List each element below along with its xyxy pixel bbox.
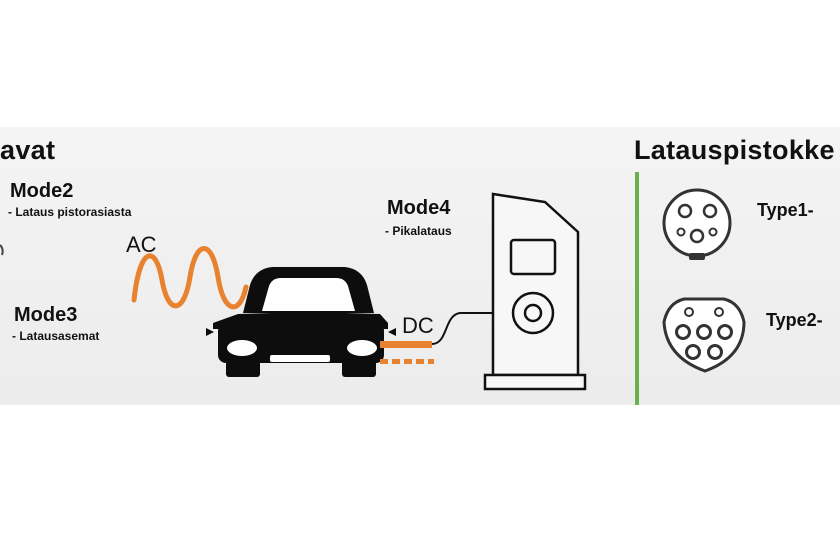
mode4-title: Mode4 xyxy=(387,197,451,219)
mode4-subtitle: - Pikalataus xyxy=(385,224,452,238)
type1-connector-icon xyxy=(662,188,732,260)
ac-label: AC xyxy=(126,232,157,257)
type2-label: Type2- xyxy=(766,310,823,330)
mode3-subtitle: - Latausasemat xyxy=(12,329,100,343)
section-divider xyxy=(635,172,639,405)
charging-station-icon xyxy=(483,192,587,391)
dc-label: DC xyxy=(402,313,434,338)
mode2-title: Mode2 xyxy=(10,180,74,202)
charging-infographic-banner: avat Latauspistokke Mode2 - Lataus pisto… xyxy=(0,127,840,405)
mode3-title: Mode3 xyxy=(14,304,78,326)
type1-label: Type1- xyxy=(757,200,814,220)
section-heading-connectors: Latauspistokke xyxy=(634,135,835,165)
partial-plug-icon xyxy=(0,244,4,256)
electric-car-icon xyxy=(206,267,396,377)
dc-cable-icon xyxy=(380,312,520,364)
mode2-subtitle: - Lataus pistorasiasta xyxy=(8,205,132,219)
diagram-artwork xyxy=(0,172,746,405)
ac-wave-icon xyxy=(131,246,249,310)
type2-connector-icon xyxy=(662,297,746,373)
section-heading-left: avat xyxy=(0,135,56,165)
